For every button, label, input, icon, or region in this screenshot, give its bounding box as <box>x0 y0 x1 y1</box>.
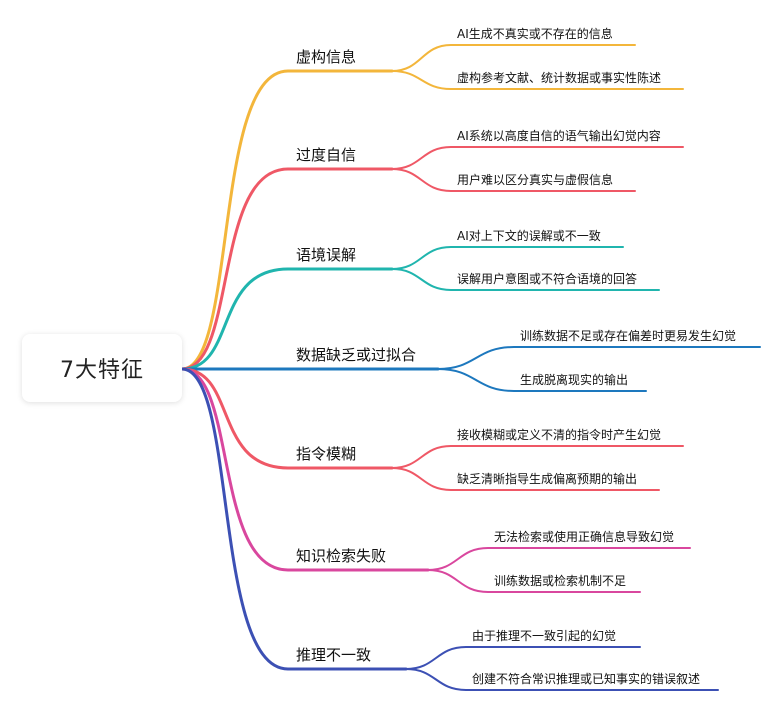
leaf-node[interactable]: 由于推理不一致引起的幻觉 <box>472 629 617 643</box>
leaf-connector <box>437 368 647 392</box>
leaf-node[interactable]: 接收模糊或定义不清的指令时产生幻觉 <box>457 428 662 442</box>
branch-node[interactable]: 虚构信息 <box>296 48 357 66</box>
leaf-connector <box>391 268 660 291</box>
branch-connector <box>180 367 430 572</box>
branch-node[interactable]: 指令模糊 <box>296 445 357 463</box>
leaf-node[interactable]: AI生成不真实或不存在的信息 <box>457 27 613 41</box>
leaf-connector <box>437 346 761 370</box>
leaf-connector <box>427 547 691 571</box>
leaf-connector <box>405 668 719 691</box>
leaf-node[interactable]: AI对上下文的误解或不一致 <box>457 229 601 243</box>
leaf-connector <box>405 646 641 670</box>
leaf-node[interactable]: 无法检索或使用正确信息导致幻觉 <box>494 530 675 544</box>
leaf-connector <box>391 246 624 270</box>
branch-connector <box>180 367 394 470</box>
branch-node[interactable]: 过度自信 <box>296 146 357 164</box>
leaf-node[interactable]: 训练数据不足或存在偏差时更易发生幻觉 <box>520 329 737 343</box>
branch-connector <box>180 367 408 671</box>
leaf-node[interactable]: 误解用户意图或不符合语境的回答 <box>457 272 638 286</box>
leaf-node[interactable]: 缺乏清晰指导生成偏离预期的输出 <box>457 472 638 486</box>
leaf-node[interactable]: 创建不符合常识推理或已知事实的错误叙述 <box>472 672 701 686</box>
branch-node[interactable]: 数据缺乏或过拟合 <box>296 346 417 364</box>
branch-node[interactable]: 推理不一致 <box>296 646 372 664</box>
leaf-connector <box>391 44 636 72</box>
leaf-connector <box>391 146 684 170</box>
branch-connector <box>180 167 394 371</box>
leaf-node[interactable]: 训练数据或检索机制不足 <box>494 574 627 588</box>
root-node[interactable]: 7大特征 <box>22 334 182 402</box>
branch-node[interactable]: 知识检索失败 <box>296 547 387 565</box>
root-label: 7大特征 <box>60 358 144 383</box>
leaf-connector <box>391 445 684 469</box>
leaf-node[interactable]: 虚构参考文献、统计数据或事实性陈述 <box>457 71 662 85</box>
leaf-connector <box>391 467 660 491</box>
leaf-node[interactable]: 生成脱离现实的输出 <box>520 373 629 387</box>
leaf-node[interactable]: 用户难以区分真实与虚假信息 <box>457 173 614 187</box>
branch-node[interactable]: 语境误解 <box>296 246 357 264</box>
branch-connector <box>180 267 394 371</box>
leaf-connector <box>391 168 636 192</box>
branch-connector <box>180 69 394 371</box>
leaf-node[interactable]: AI系统以高度自信的语气输出幻觉内容 <box>457 129 661 143</box>
leaf-connector <box>391 70 684 90</box>
leaf-connector <box>427 569 641 593</box>
